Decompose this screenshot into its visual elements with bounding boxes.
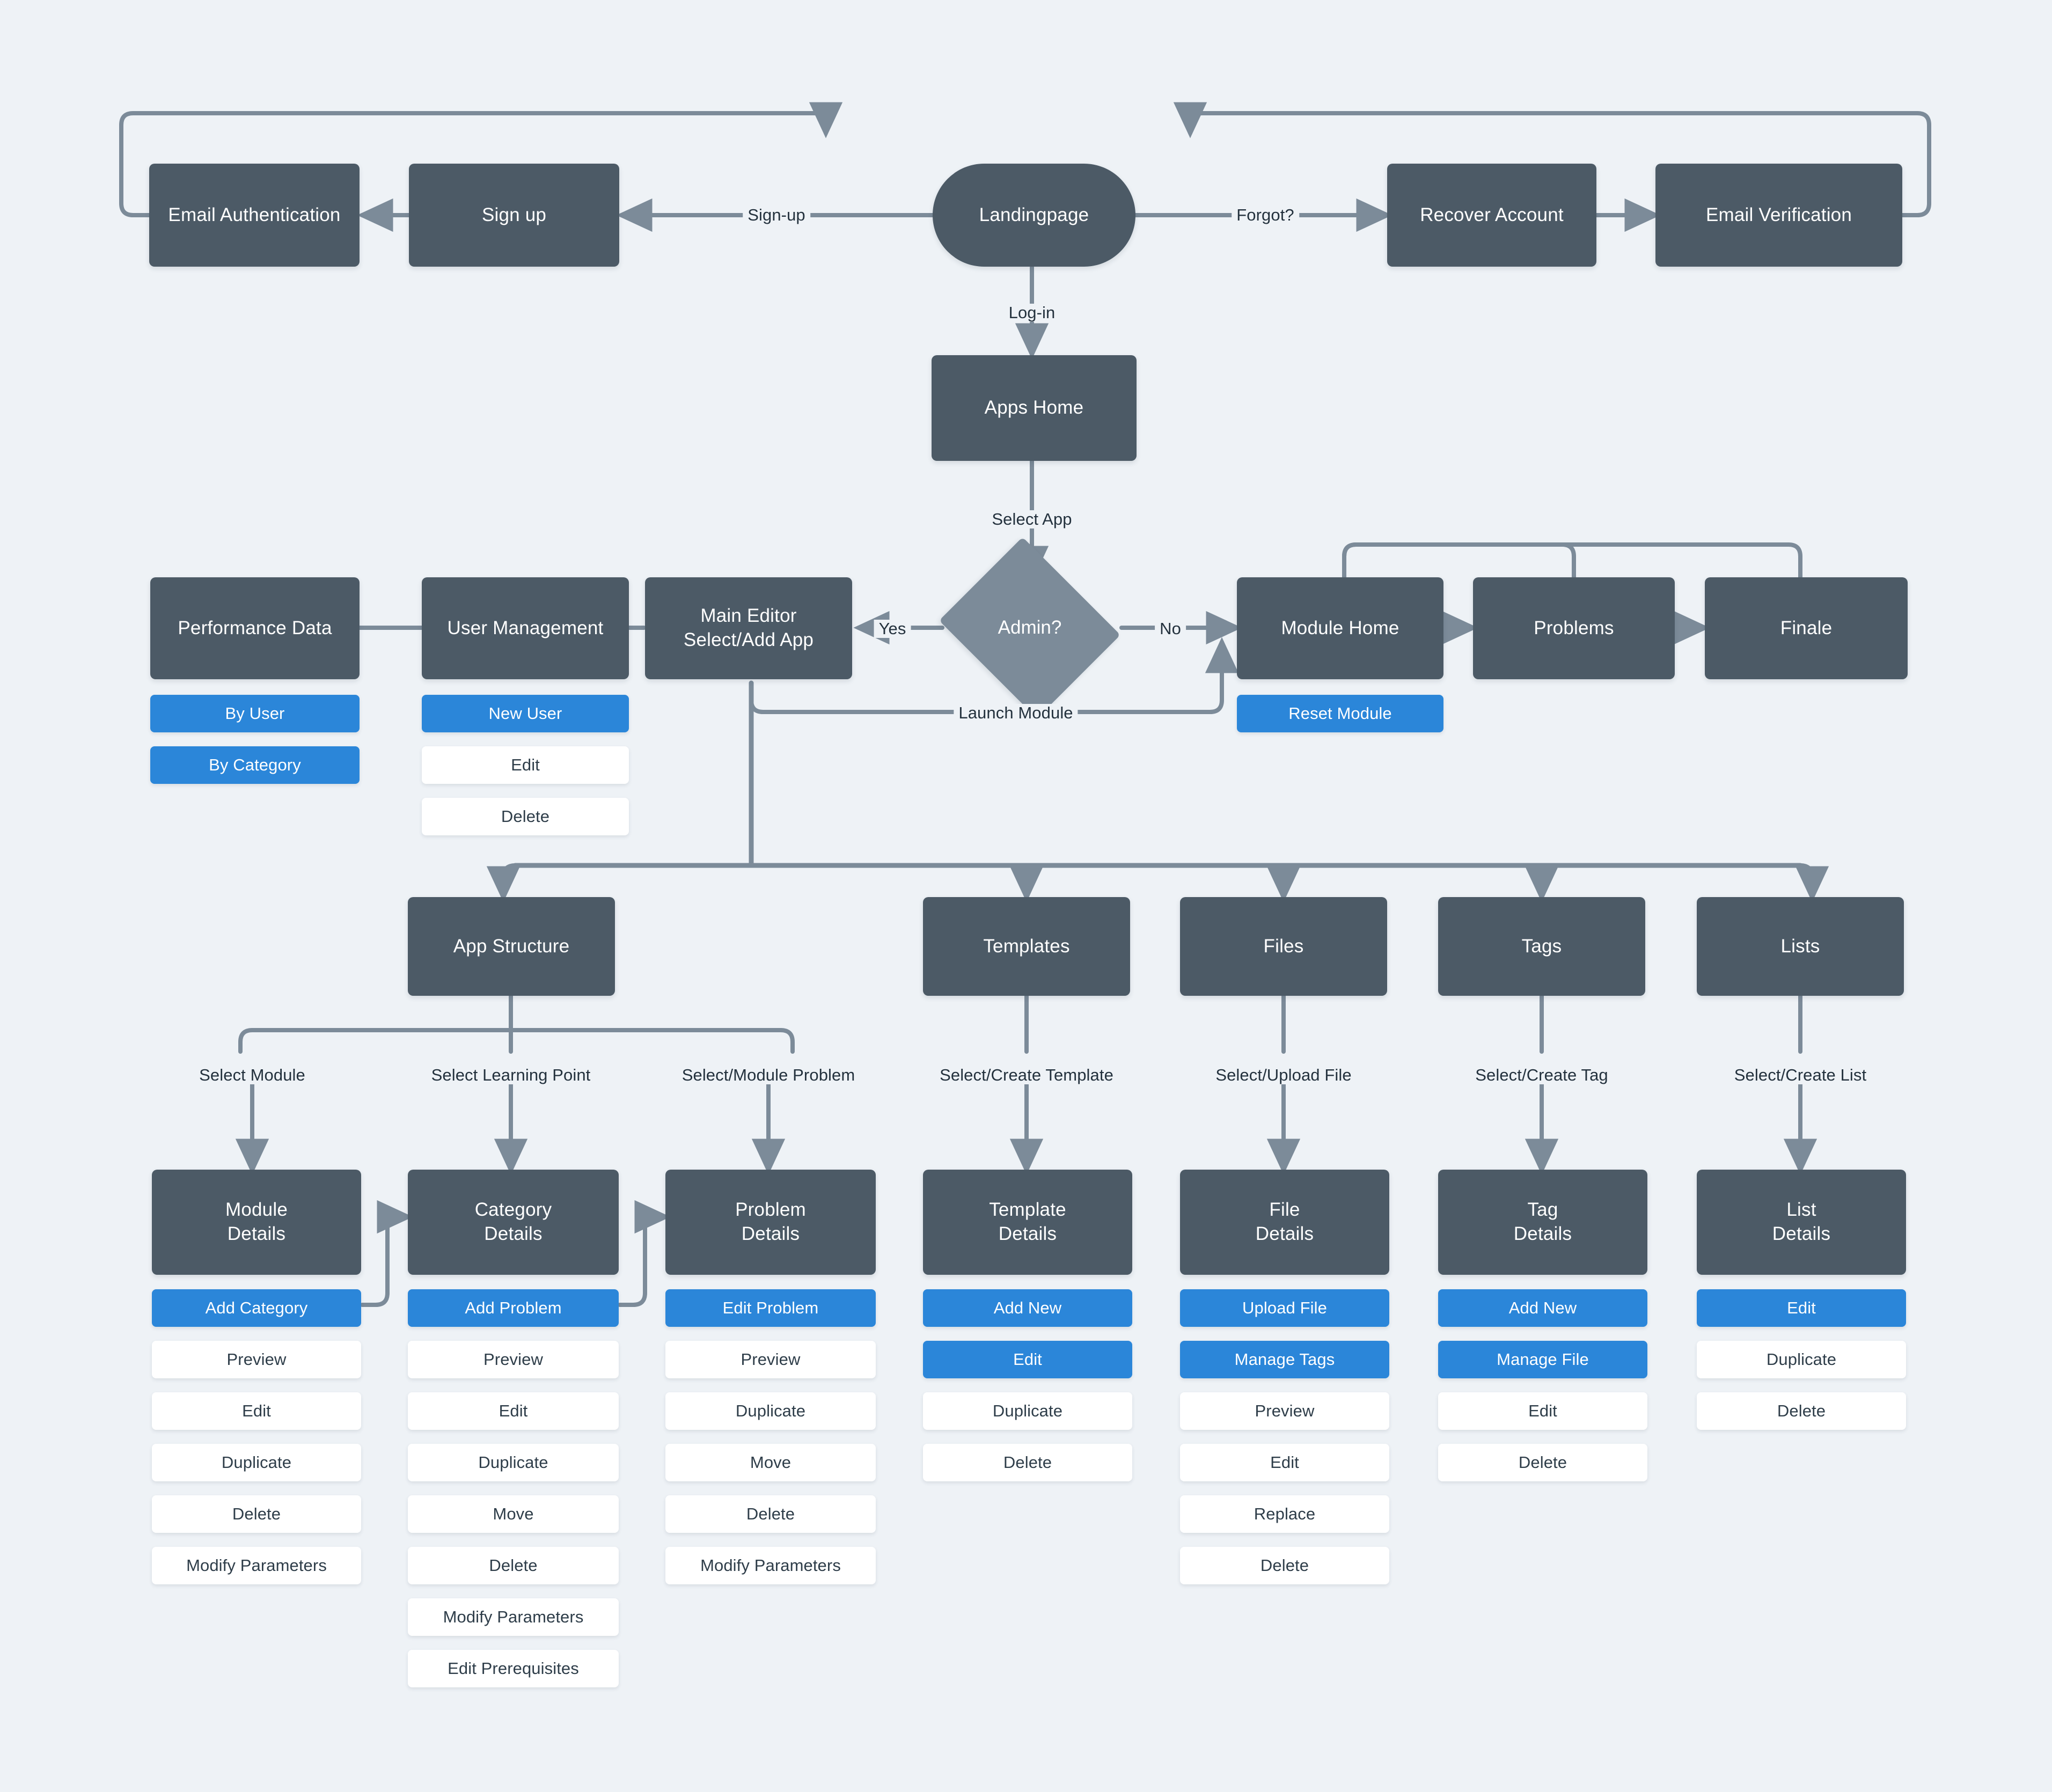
admin-decision-label: Admin? xyxy=(998,617,1062,638)
template-details-action-duplicate[interactable]: Duplicate xyxy=(923,1392,1132,1430)
node-performance-data[interactable]: Performance Data xyxy=(150,577,360,679)
file-details-action-edit[interactable]: Edit xyxy=(1180,1444,1389,1481)
list-details-action-duplicate[interactable]: Duplicate xyxy=(1697,1341,1906,1378)
node-module-details[interactable]: Module Details xyxy=(152,1170,361,1275)
edge-label-select-module-problem: Select/Module Problem xyxy=(677,1066,860,1085)
node-problem-details[interactable]: Problem Details xyxy=(665,1170,876,1275)
node-lists[interactable]: Lists xyxy=(1697,897,1904,996)
module-details-action-duplicate[interactable]: Duplicate xyxy=(152,1444,361,1481)
category-details-action-modify-parameters[interactable]: Modify Parameters xyxy=(408,1598,619,1636)
tag-details-action-delete[interactable]: Delete xyxy=(1438,1444,1647,1481)
problem-details-action-preview[interactable]: Preview xyxy=(665,1341,876,1378)
category-details-action-preview[interactable]: Preview xyxy=(408,1341,619,1378)
edge-label-launch-module: Launch Module xyxy=(954,703,1078,723)
problem-details-action-move[interactable]: Move xyxy=(665,1444,876,1481)
edge-label-sign-up: Sign-up xyxy=(743,205,810,225)
user-management-action-delete[interactable]: Delete xyxy=(422,798,629,835)
tag-details-action-edit[interactable]: Edit xyxy=(1438,1392,1647,1430)
performance-data-action-by-category[interactable]: By Category xyxy=(150,746,360,784)
template-details-action-add-new[interactable]: Add New xyxy=(923,1289,1132,1327)
problem-details-action-duplicate[interactable]: Duplicate xyxy=(665,1392,876,1430)
module-home-action-reset-module[interactable]: Reset Module xyxy=(1237,695,1443,732)
module-details-action-add-category[interactable]: Add Category xyxy=(152,1289,361,1327)
category-details-action-edit-prerequisites[interactable]: Edit Prerequisites xyxy=(408,1650,619,1687)
node-email-verification[interactable]: Email Verification xyxy=(1655,164,1902,267)
node-admin-decision[interactable]: Admin? xyxy=(939,537,1120,718)
node-sign-up[interactable]: Sign up xyxy=(409,164,619,267)
node-landingpage[interactable]: Landingpage xyxy=(933,164,1135,267)
edge-label-select-upload-file: Select/Upload File xyxy=(1211,1066,1357,1085)
category-details-action-edit[interactable]: Edit xyxy=(408,1392,619,1430)
tag-details-action-add-new[interactable]: Add New xyxy=(1438,1289,1647,1327)
edge-label-select-create-tag: Select/Create Tag xyxy=(1470,1066,1613,1085)
file-details-action-manage-tags[interactable]: Manage Tags xyxy=(1180,1341,1389,1378)
node-tag-details[interactable]: Tag Details xyxy=(1438,1170,1647,1275)
node-tags[interactable]: Tags xyxy=(1438,897,1645,996)
list-details-action-edit[interactable]: Edit xyxy=(1697,1289,1906,1327)
edge-label-yes: Yes xyxy=(874,619,911,638)
node-list-details[interactable]: List Details xyxy=(1697,1170,1906,1275)
node-file-details[interactable]: File Details xyxy=(1180,1170,1389,1275)
edge-label-select-create-template: Select/Create Template xyxy=(935,1066,1118,1085)
node-user-management[interactable]: User Management xyxy=(422,577,629,679)
node-app-structure[interactable]: App Structure xyxy=(408,897,615,996)
category-details-action-add-problem[interactable]: Add Problem xyxy=(408,1289,619,1327)
file-details-action-delete[interactable]: Delete xyxy=(1180,1547,1389,1584)
node-category-details[interactable]: Category Details xyxy=(408,1170,619,1275)
edge-label-select-module: Select Module xyxy=(194,1066,310,1085)
module-details-action-delete[interactable]: Delete xyxy=(152,1495,361,1533)
node-apps-home[interactable]: Apps Home xyxy=(932,355,1137,461)
category-details-action-duplicate[interactable]: Duplicate xyxy=(408,1444,619,1481)
problem-details-action-edit-problem[interactable]: Edit Problem xyxy=(665,1289,876,1327)
module-details-action-modify-parameters[interactable]: Modify Parameters xyxy=(152,1547,361,1584)
edge-label-select-learning-point: Select Learning Point xyxy=(426,1066,596,1085)
performance-data-action-by-user[interactable]: By User xyxy=(150,695,360,732)
tag-details-action-manage-file[interactable]: Manage File xyxy=(1438,1341,1647,1378)
template-details-action-delete[interactable]: Delete xyxy=(923,1444,1132,1481)
file-details-action-upload-file[interactable]: Upload File xyxy=(1180,1289,1389,1327)
problem-details-action-modify-parameters[interactable]: Modify Parameters xyxy=(665,1547,876,1584)
problem-details-action-delete[interactable]: Delete xyxy=(665,1495,876,1533)
edge-label-select-create-list: Select/Create List xyxy=(1729,1066,1872,1085)
node-templates[interactable]: Templates xyxy=(923,897,1130,996)
node-template-details[interactable]: Template Details xyxy=(923,1170,1132,1275)
template-details-action-edit[interactable]: Edit xyxy=(923,1341,1132,1378)
edge-label-no: No xyxy=(1155,619,1186,638)
node-files[interactable]: Files xyxy=(1180,897,1387,996)
edge-label-select-app: Select App xyxy=(987,510,1077,529)
category-details-action-move[interactable]: Move xyxy=(408,1495,619,1533)
user-management-action-edit[interactable]: Edit xyxy=(422,746,629,784)
list-details-action-delete[interactable]: Delete xyxy=(1697,1392,1906,1430)
node-problems[interactable]: Problems xyxy=(1473,577,1675,679)
user-management-action-new-user[interactable]: New User xyxy=(422,695,629,732)
edge-label-forgot: Forgot? xyxy=(1232,205,1299,225)
node-finale[interactable]: Finale xyxy=(1705,577,1908,679)
category-details-action-delete[interactable]: Delete xyxy=(408,1547,619,1584)
file-details-action-replace[interactable]: Replace xyxy=(1180,1495,1389,1533)
node-main-editor[interactable]: Main Editor Select/Add App xyxy=(645,577,852,679)
module-details-action-edit[interactable]: Edit xyxy=(152,1392,361,1430)
node-email-authentication[interactable]: Email Authentication xyxy=(149,164,360,267)
edge-label-log-in: Log-in xyxy=(1003,303,1060,322)
node-recover-account[interactable]: Recover Account xyxy=(1387,164,1596,267)
module-details-action-preview[interactable]: Preview xyxy=(152,1341,361,1378)
file-details-action-preview[interactable]: Preview xyxy=(1180,1392,1389,1430)
node-module-home[interactable]: Module Home xyxy=(1237,577,1443,679)
